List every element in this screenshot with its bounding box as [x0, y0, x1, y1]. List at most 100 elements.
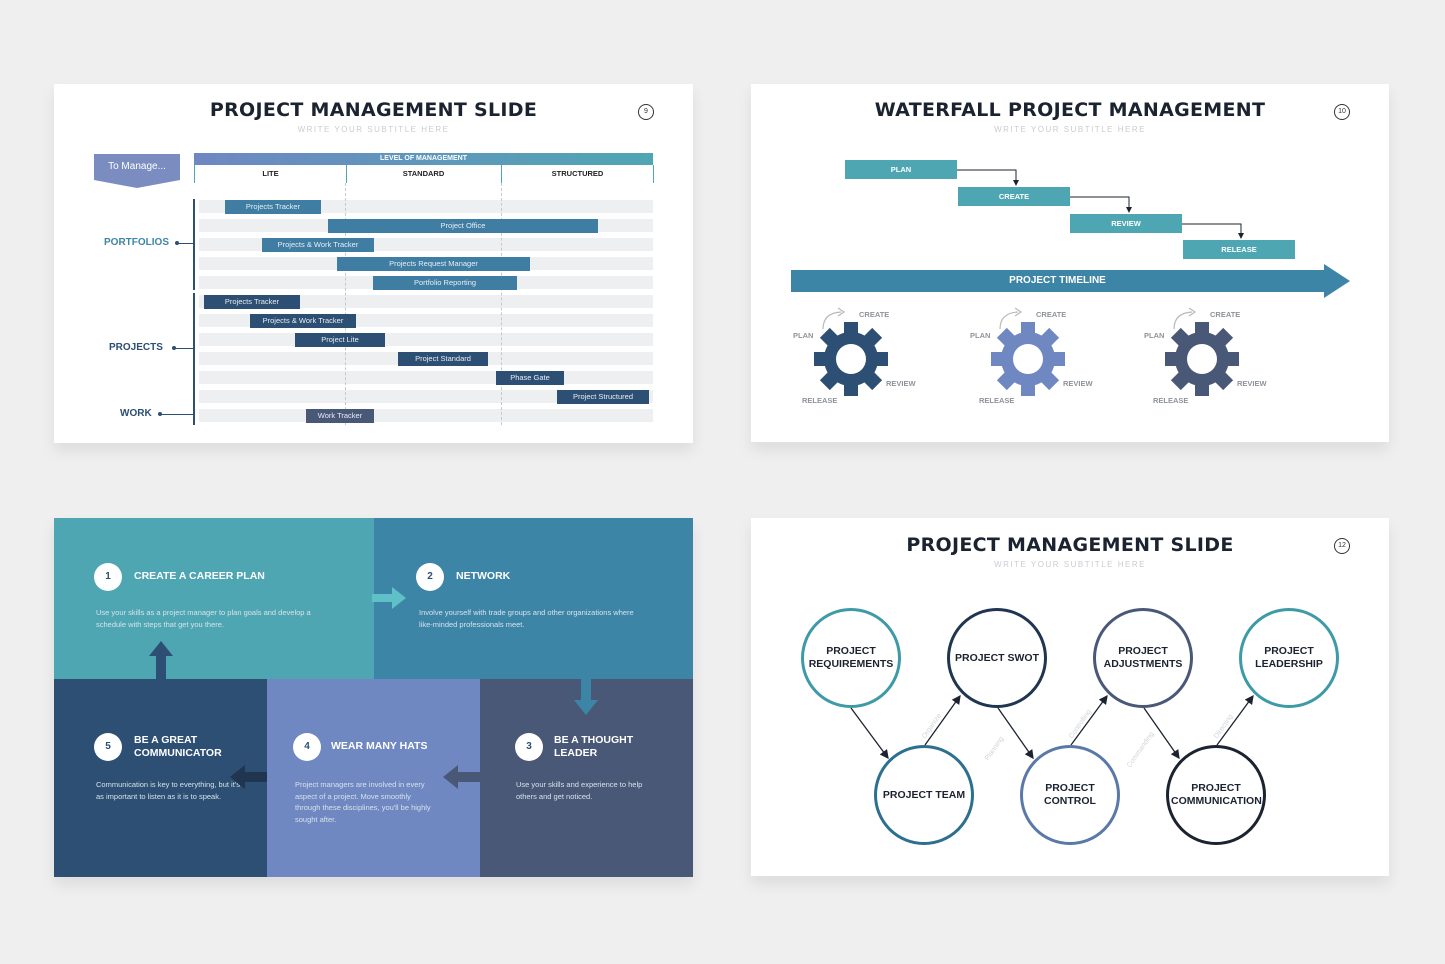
gear-label-create: CREATE: [1210, 310, 1241, 319]
to-manage-tag: To Manage...: [94, 154, 180, 180]
project-timeline-arrowhead: [1324, 264, 1350, 298]
projects-bracket: [193, 293, 195, 425]
slide-subtitle: WRITE YOUR SUBTITLE HERE: [297, 125, 450, 134]
gear-icon: [1165, 322, 1239, 396]
gantt-row: [199, 333, 653, 346]
gear-group-3: PLAN CREATE REVIEW RELEASE: [1142, 307, 1282, 409]
circle-project-swot: PROJECT SWOT: [947, 608, 1047, 708]
column-divider: [501, 183, 502, 425]
arrow-up-icon: [149, 641, 173, 679]
column-structured: STRUCTURED: [502, 165, 654, 183]
curved-arrow-icon: [822, 307, 846, 330]
step-number: 5: [94, 733, 122, 761]
connector-arrow: [1216, 694, 1254, 746]
panel-text: Project managers are involved in every a…: [295, 780, 431, 824]
gantt-row: [199, 371, 653, 384]
step-number: 3: [515, 733, 543, 761]
gantt-bar: Projects Tracker: [225, 200, 321, 214]
connector-arrow: [1143, 707, 1180, 760]
slide-waterfall[interactable]: WATERFALL PROJECT MANAGEMENT WRITE YOUR …: [751, 84, 1389, 442]
step-connectors: [957, 169, 1244, 239]
gear-label-plan: PLAN: [1144, 331, 1165, 340]
category-projects: PROJECTS: [109, 342, 163, 353]
slide-project-management-gantt[interactable]: PROJECT MANAGEMENT SLIDE WRITE YOUR SUBT…: [54, 84, 693, 443]
connector-arrow: [1182, 223, 1244, 239]
level-of-management-header: LEVEL OF MANAGEMENT: [194, 153, 653, 165]
column-lite: LITE: [194, 165, 347, 183]
panel-text: Communication is key to everything, but …: [96, 780, 240, 801]
gear-group-1: PLAN CREATE REVIEW RELEASE: [791, 307, 931, 409]
gantt-bar: Work Tracker: [306, 409, 374, 423]
curved-arrow-icon: [999, 307, 1023, 330]
arrow-left-icon: [230, 765, 267, 789]
page-number: 10: [1334, 104, 1350, 120]
circle-project-leadership: PROJECT LEADERSHIP: [1239, 608, 1339, 708]
step-release: RELEASE: [1183, 240, 1295, 259]
slide-career-tips[interactable]: 1 CREATE A CAREER PLAN Use your skills a…: [54, 518, 693, 877]
category-portfolios: PORTFOLIOS: [104, 237, 169, 248]
gantt-bar: Phase Gate: [496, 371, 564, 385]
gantt-bar: Projects Request Manager: [337, 257, 530, 271]
gear-label-review: REVIEW: [1237, 379, 1267, 388]
panel-title: BE A GREAT COMMUNICATOR: [134, 734, 222, 759]
panel-flow-arrows: [149, 587, 598, 789]
arrow-down-icon: [574, 679, 598, 715]
gear-group-2: PLAN CREATE REVIEW RELEASE: [968, 307, 1108, 409]
gantt-row: [199, 295, 653, 308]
slide-title: PROJECT MANAGEMENT SLIDE: [209, 99, 538, 121]
panel-title: NETWORK: [456, 570, 511, 582]
circle-project-communication: PROJECT COMMUNICATION: [1166, 745, 1266, 845]
panel-title: BE A THOUGHT LEADER: [554, 734, 634, 759]
connector-arrow: [957, 169, 1019, 186]
gear-icon: [814, 322, 888, 396]
circle-project-requirements: PROJECT REQUIREMENTS: [801, 608, 901, 708]
category-connector: [175, 241, 193, 245]
column-divider: [345, 183, 346, 425]
connector-arrow: [1070, 694, 1108, 746]
slide-title: WATERFALL PROJECT MANAGEMENT: [874, 99, 1266, 121]
gantt-bar: Project Lite: [295, 333, 385, 347]
circle-project-adjustments: PROJECT ADJUSTMENTS: [1093, 608, 1193, 708]
arrow-left-icon: [443, 765, 480, 789]
circle-connectors: [850, 694, 1254, 760]
gear-label-review: REVIEW: [1063, 379, 1093, 388]
column-standard: STANDARD: [346, 165, 502, 183]
to-manage-tag-pointer: [94, 180, 180, 188]
gear-label-create: CREATE: [1036, 310, 1067, 319]
slide-subtitle: WRITE YOUR SUBTITLE HERE: [994, 560, 1146, 569]
slide-title: PROJECT MANAGEMENT SLIDE: [906, 534, 1234, 556]
step-number: 2: [416, 563, 444, 591]
page-number: 12: [1334, 538, 1350, 554]
panel-create-career-plan: 1 CREATE A CAREER PLAN Use your skills a…: [54, 518, 374, 679]
gantt-bar: Project Structured: [557, 390, 649, 404]
connector-arrow: [997, 707, 1034, 760]
panel-text: Use your skills as a project manager to …: [96, 608, 311, 629]
slide-subtitle: WRITE YOUR SUBTITLE HERE: [994, 125, 1146, 134]
gantt-bar: Projects Tracker: [204, 295, 300, 309]
category-work: WORK: [120, 408, 152, 419]
step-plan: PLAN: [845, 160, 957, 179]
step-number: 1: [94, 563, 122, 591]
slide-project-circles[interactable]: PROJECT MANAGEMENT SLIDE WRITE YOUR SUBT…: [751, 518, 1389, 876]
gear-icon: [991, 322, 1065, 396]
connector-arrow: [850, 707, 889, 760]
portfolios-bracket: [193, 199, 195, 290]
connector-arrow: [1070, 196, 1132, 213]
gear-label-review: REVIEW: [886, 379, 916, 388]
gear-label-release: RELEASE: [802, 396, 838, 405]
panel-text: Involve yourself with trade groups and o…: [419, 608, 634, 629]
step-review: REVIEW: [1070, 214, 1182, 233]
circle-project-control: PROJECT CONTROL: [1020, 745, 1120, 845]
panel-text: Use your skills and experience to help o…: [516, 780, 643, 801]
category-connector: [172, 346, 193, 350]
project-timeline-arrow: PROJECT TIMELINE: [791, 270, 1324, 292]
step-number: 4: [293, 733, 321, 761]
step-create: CREATE: [958, 187, 1070, 206]
gantt-row: [199, 390, 653, 403]
gear-label-release: RELEASE: [979, 396, 1015, 405]
gantt-bar: Portfolio Reporting: [373, 276, 517, 290]
gantt-row: [199, 409, 653, 422]
gantt-bar: Projects & Work Tracker: [262, 238, 374, 252]
gear-label-plan: PLAN: [970, 331, 991, 340]
connector-arrow: [924, 694, 961, 746]
